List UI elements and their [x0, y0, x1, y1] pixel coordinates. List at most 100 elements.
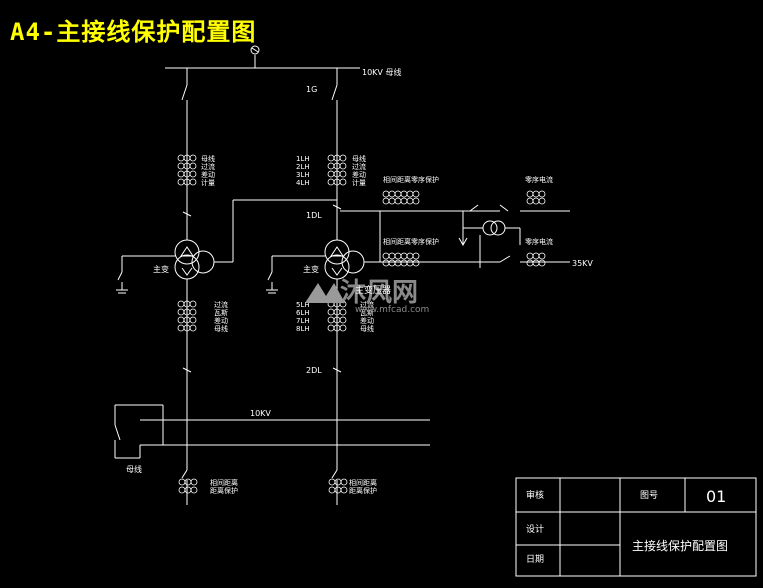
- ct-circle: [388, 190, 396, 198]
- ct-circle: [189, 324, 197, 332]
- label-1dl: 1DL: [306, 211, 322, 220]
- right-main-transformer-label: 主变: [303, 264, 319, 274]
- watermark-brand: 沐风网: [340, 278, 418, 308]
- ct-circle: [406, 197, 414, 205]
- mid-label-b: 相间距离零序保护: [383, 237, 439, 246]
- ct-circle: [177, 308, 185, 316]
- label-1g: 1G: [306, 85, 317, 94]
- ct-circle: [406, 259, 414, 267]
- ct-circle: [339, 178, 347, 186]
- ct-circle: [339, 162, 347, 170]
- title-block-review: 审核: [526, 489, 544, 501]
- ct-circle: [400, 197, 408, 205]
- ct-circle: [382, 259, 390, 267]
- ct-circle: [526, 190, 534, 198]
- ct-circle: [189, 178, 197, 186]
- ct-circle: [526, 197, 534, 205]
- feeder-left-label: 相间距离: [210, 478, 238, 487]
- ct-circle: [532, 197, 540, 205]
- ct-circle: [327, 162, 335, 170]
- ct-circle: [388, 259, 396, 267]
- ct-circle: [339, 316, 347, 324]
- ct-circle: [178, 486, 186, 494]
- ct-circle: [178, 478, 186, 486]
- ct-circle: [538, 190, 546, 198]
- watermark-logo-icon: [305, 283, 345, 303]
- ct-circle: [526, 252, 534, 260]
- ct-circle: [328, 486, 336, 494]
- right-upper-ct-label: 2LH: [296, 163, 310, 171]
- ct-circle: [382, 197, 390, 205]
- right-lower-ct-label: 6LH: [296, 309, 310, 317]
- ct-circle: [339, 324, 347, 332]
- right-lower-protection-label: 瓦斯: [360, 308, 374, 317]
- ct-circle: [340, 478, 348, 486]
- ct-circle: [340, 486, 348, 494]
- ct-circle: [412, 190, 420, 198]
- watermark-overlap-text: 主变压器: [355, 284, 391, 296]
- ct-circle: [538, 259, 546, 267]
- ct-circle: [189, 316, 197, 324]
- ct-circle: [400, 190, 408, 198]
- ct-circle: [184, 486, 192, 494]
- right-upper-protection-label: 计量: [352, 178, 366, 187]
- left-disconnect-switch: [181, 84, 188, 101]
- ct-circle: [184, 478, 192, 486]
- left-lower-protection-label: 瓦斯: [214, 308, 228, 317]
- far-label-b: 零序电流: [525, 237, 553, 246]
- feeder-label: 母线: [126, 464, 142, 474]
- bus-110kv-label: 10KV 母线: [362, 67, 401, 77]
- right-transformer-winding-1: [324, 239, 350, 265]
- far-label-a: 零序电流: [525, 175, 553, 184]
- title-block-drawing-no-label: 图号: [640, 490, 658, 501]
- ct-circle: [177, 316, 185, 324]
- aux-transformer-2: [490, 220, 506, 236]
- title-block-frame: [515, 477, 757, 577]
- right-disconnect-switch: [331, 84, 338, 101]
- left-transformer-winding-3: [191, 250, 215, 274]
- ct-circle: [382, 252, 390, 260]
- ct-circle: [177, 154, 185, 162]
- right-upper-protection-label: 过流: [352, 162, 366, 171]
- title-block-date: 日期: [526, 554, 544, 565]
- ct-circle: [189, 170, 197, 178]
- ct-circle: [394, 197, 402, 205]
- ct-circle: [334, 478, 342, 486]
- right-upper-ct-label: 4LH: [296, 179, 310, 187]
- watermark-url: www.mfcad.com: [355, 305, 429, 315]
- ct-circle: [334, 486, 342, 494]
- ct-circle: [532, 190, 540, 198]
- ct-circle: [538, 252, 546, 260]
- right-upper-protection-label: 母线: [352, 154, 366, 163]
- left-transformer-winding-1: [174, 239, 200, 265]
- left-upper-protection-label: 计量: [201, 178, 215, 187]
- ct-circle: [406, 252, 414, 260]
- right-lower-ct-label: 8LH: [296, 325, 310, 333]
- ct-circle: [339, 170, 347, 178]
- title-block-drawing-name: 主接线保护配置图: [632, 538, 728, 553]
- ct-circle: [328, 478, 336, 486]
- left-upper-protection-label: 母线: [201, 154, 215, 163]
- title-block-design: 设计: [526, 523, 544, 535]
- ct-circle: [177, 300, 185, 308]
- ct-circle: [412, 259, 420, 267]
- ct-circle: [177, 324, 185, 332]
- ct-circle: [388, 252, 396, 260]
- drawing-title: A4-主接线保护配置图: [10, 18, 257, 46]
- source-symbol: [250, 45, 260, 55]
- ct-circle: [382, 190, 390, 198]
- title-block-drawing-no: 01: [706, 487, 726, 506]
- ct-circle: [327, 154, 335, 162]
- ct-circle: [327, 178, 335, 186]
- left-lower-protection-label: 母线: [214, 324, 228, 333]
- right-upper-protection-label: 差动: [352, 170, 366, 179]
- left-main-transformer-label: 主变: [153, 264, 169, 274]
- ct-circle: [532, 252, 540, 260]
- ct-circle: [412, 252, 420, 260]
- label-35kv: 35KV: [572, 259, 593, 268]
- ct-circle: [177, 170, 185, 178]
- right-upper-ct-label: 1LH: [296, 155, 310, 163]
- ct-circle: [394, 190, 402, 198]
